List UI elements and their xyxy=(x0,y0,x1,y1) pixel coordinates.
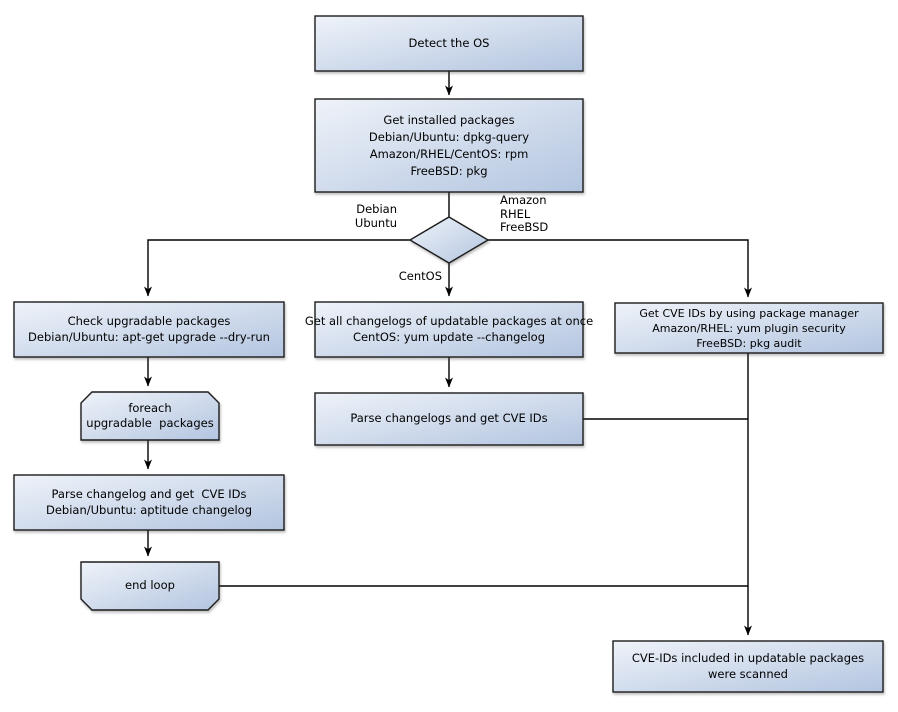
scanned-result-shape xyxy=(612,640,884,693)
check-upgradable-packages-shape xyxy=(13,301,285,358)
get-installed-packages-shape xyxy=(314,98,584,193)
os-decision-diamond xyxy=(408,216,490,264)
get-cve-ids-right-shape xyxy=(614,302,884,354)
end-loop-shape xyxy=(80,561,220,611)
parse-changelog-left-shape xyxy=(13,474,285,531)
get-all-changelogs-shape xyxy=(314,301,584,358)
detect-os-shape xyxy=(314,15,584,72)
connector-group xyxy=(144,71,752,636)
edge-decision-to-check-upgradable xyxy=(144,239,410,297)
edge-decision-to-get-cve xyxy=(488,239,752,298)
node-shapes-group xyxy=(13,15,884,693)
foreach-loop-start-shape xyxy=(80,391,220,441)
parse-changelogs-mid-shape xyxy=(314,392,584,446)
